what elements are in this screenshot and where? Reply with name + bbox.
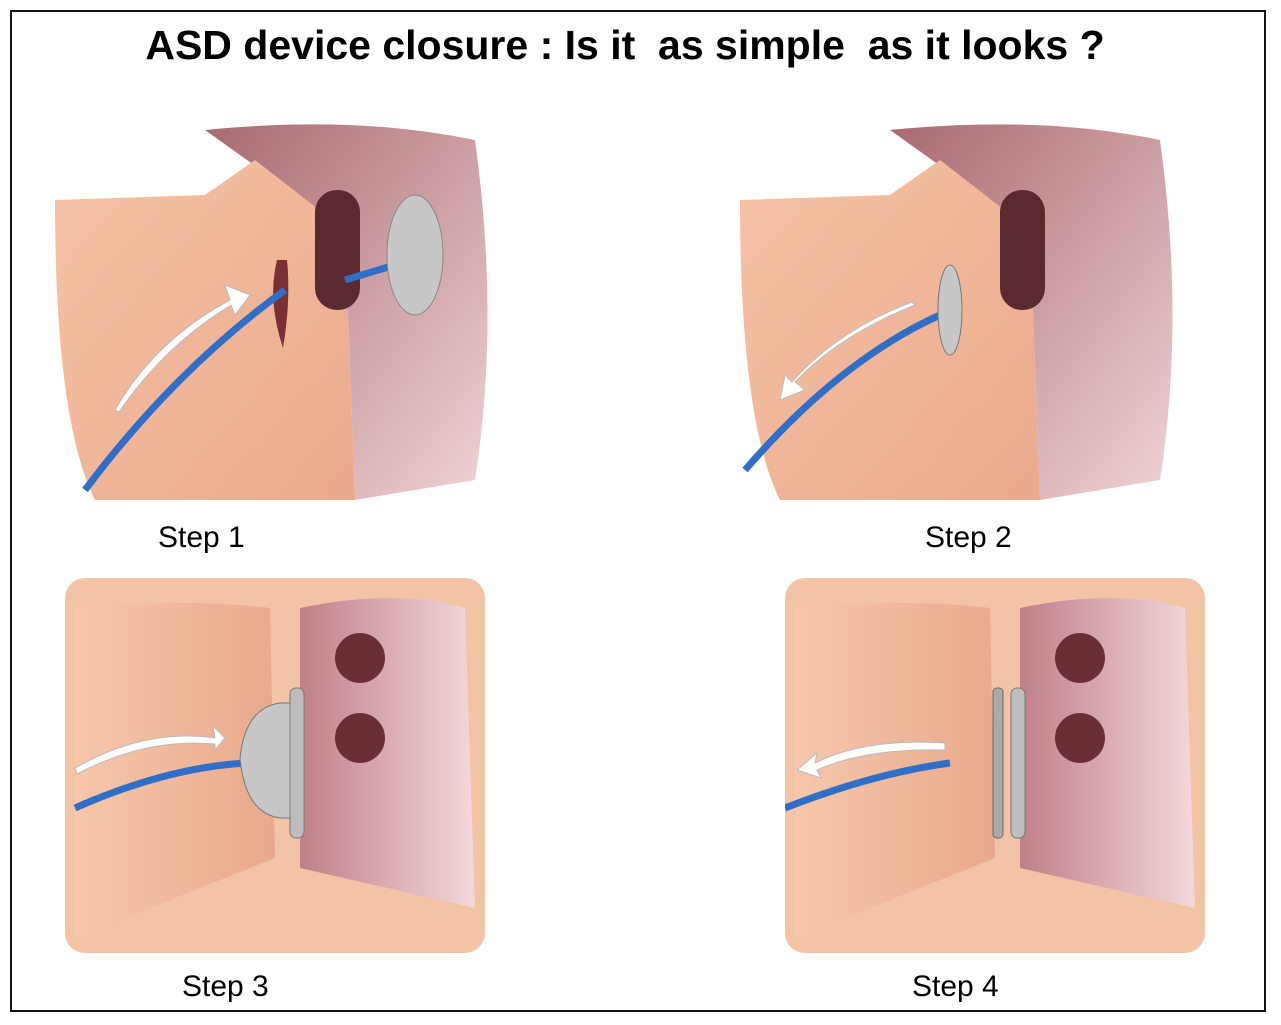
catheter (742, 311, 942, 473)
direction-arrow-icon (796, 741, 946, 779)
occluder-device (937, 264, 963, 356)
step-1-label: Step 1 (158, 521, 245, 554)
occluder-disc-left (1010, 687, 1026, 839)
slide-frame (10, 10, 1266, 1012)
catheter (73, 759, 246, 812)
direction-arrow-icon (74, 724, 226, 775)
step-2-illustration (740, 124, 1173, 500)
atrial-septum (740, 160, 1040, 500)
step-3-label: Step 3 (182, 970, 269, 1003)
direction-arrow-icon (114, 284, 251, 413)
step-4-illustration (785, 578, 1205, 953)
vein-opening (335, 633, 385, 683)
step-3-illustration (65, 578, 485, 953)
left-atrium (890, 124, 1173, 500)
vein-opening (1000, 190, 1045, 310)
step-4-label: Step 4 (912, 970, 999, 1003)
vein-opening (315, 190, 360, 310)
catheter (82, 287, 288, 493)
slide-title: ASD device closure : Is it as simple as … (145, 22, 1105, 68)
vein-opening (1055, 713, 1105, 763)
occluder-disc-right (992, 687, 1004, 839)
septal-defect (273, 260, 289, 348)
left-atrium (1020, 598, 1195, 908)
occluder-device (386, 194, 444, 316)
left-atrium (300, 598, 475, 908)
step-2-label: Step 2 (925, 521, 1012, 554)
step-1-illustration (55, 124, 488, 500)
direction-arrow-icon (779, 301, 916, 401)
atrial-septum (55, 160, 355, 500)
vein-opening (1055, 633, 1105, 683)
catheter (785, 759, 951, 812)
catheter-tip (343, 261, 397, 284)
vein-opening (335, 713, 385, 763)
occluder-disc (289, 687, 305, 839)
